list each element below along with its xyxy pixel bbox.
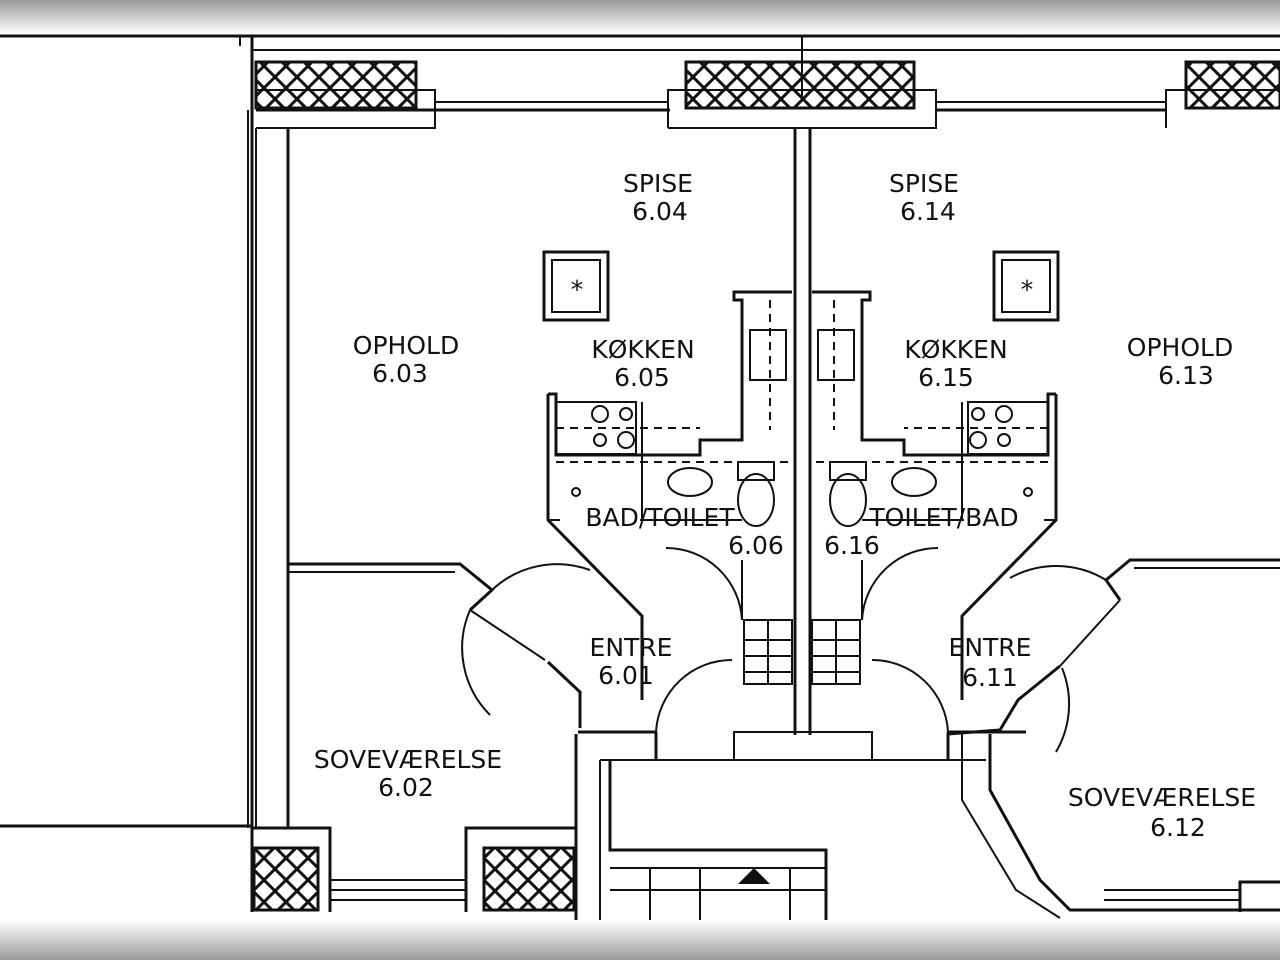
room-name-615: KØKKEN <box>904 335 1007 364</box>
room-number-604: 6.04 <box>632 197 688 226</box>
room-number-605: 6.05 <box>614 363 670 392</box>
vent-shafts <box>542 250 1060 322</box>
room-number-613: 6.13 <box>1158 361 1214 390</box>
kitchen-bath-unit-a <box>546 290 873 761</box>
room-name-612: SOVEVÆRELSE <box>1068 783 1256 812</box>
room-name-605: KØKKEN <box>591 335 694 364</box>
stairwell <box>600 759 986 920</box>
room-name-601: ENTRE <box>590 633 673 662</box>
room-name-602: SOVEVÆRELSE <box>314 745 502 774</box>
room-name-611: ENTRE <box>949 633 1032 662</box>
room-number-612: 6.12 <box>1150 813 1206 842</box>
room-number-615: 6.15 <box>918 363 974 392</box>
room-number-606: 6.06 <box>728 531 784 560</box>
bedroom-a-walls <box>288 562 591 728</box>
bedroom-b-walls <box>947 558 1280 919</box>
room-number-601: 6.01 <box>598 661 654 690</box>
room-number-603: 6.03 <box>372 359 428 388</box>
room-name-613: OPHOLD <box>1127 333 1233 362</box>
vent-mark-b: * <box>1021 275 1034 304</box>
outer-walls <box>0 34 1280 912</box>
room-number-616: 6.16 <box>824 531 880 560</box>
room-number-611: 6.11 <box>962 663 1018 692</box>
bottom-blur-band <box>0 920 1280 960</box>
room-labels: SPISE 6.04 SPISE 6.14 OPHOLD 6.03 OPHOLD… <box>314 169 1256 842</box>
room-number-602: 6.02 <box>378 773 434 802</box>
room-name-614: SPISE <box>889 169 959 198</box>
room-number-614: 6.14 <box>900 197 956 226</box>
room-name-616: TOILET/BAD <box>868 503 1018 532</box>
bottom-walls-unit-a <box>252 734 601 920</box>
vent-mark-a: * <box>571 275 584 304</box>
arrow-up-icon <box>738 868 770 884</box>
kitchen-bath-unit-b <box>811 290 1058 760</box>
room-name-603: OPHOLD <box>353 331 459 360</box>
top-blur-band <box>0 0 1280 34</box>
room-name-606: BAD/TOILET <box>585 503 735 532</box>
hatched-blocks <box>252 60 1280 912</box>
room-name-604: SPISE <box>623 169 693 198</box>
